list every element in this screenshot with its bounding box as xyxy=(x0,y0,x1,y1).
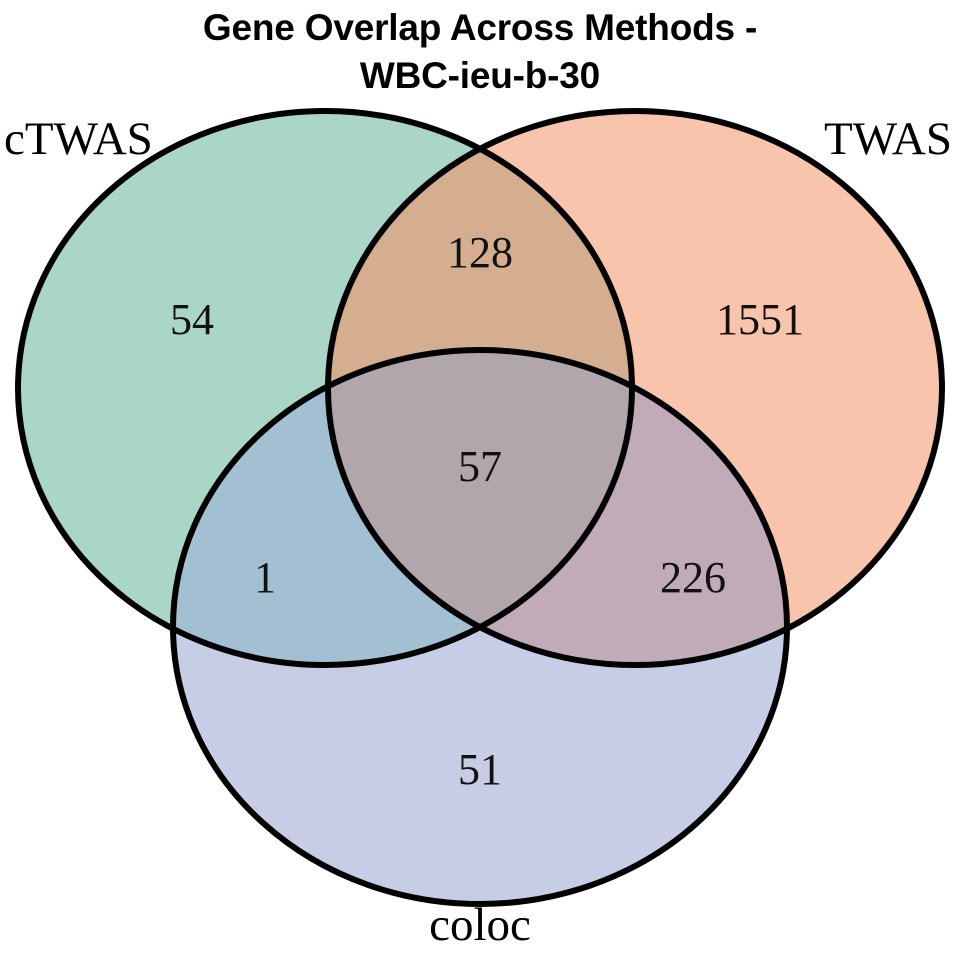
set-label-coloc: coloc xyxy=(429,899,531,951)
venn-count-twas-coloc: 226 xyxy=(660,553,726,602)
venn-count-ctwas-coloc: 1 xyxy=(254,553,276,602)
venn-count-ctwas-twas: 128 xyxy=(447,228,513,277)
set-label-ctwas: cTWAS xyxy=(4,113,153,165)
venn-count-coloc-only: 51 xyxy=(458,745,502,794)
page-title: Gene Overlap Across Methods - WBC-ieu-b-… xyxy=(0,0,960,100)
venn-count-ctwas-only: 54 xyxy=(170,295,214,344)
set-label-twas: TWAS xyxy=(824,113,952,165)
page-title-line-1: Gene Overlap Across Methods - xyxy=(202,7,758,48)
page-title-line-2: WBC-ieu-b-30 xyxy=(359,55,601,96)
venn-outline-coloc xyxy=(170,347,790,907)
venn-count-twas-only: 1551 xyxy=(716,295,804,344)
venn-count-all-three: 57 xyxy=(458,442,502,491)
